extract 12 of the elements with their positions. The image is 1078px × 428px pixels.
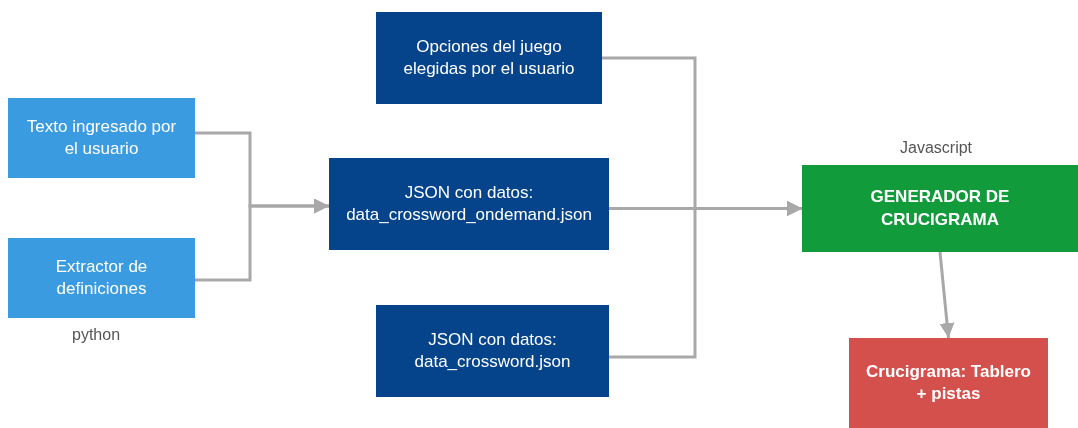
process-box: GENERADOR DE CRUCIGRAMA <box>802 165 1078 252</box>
arrow <box>609 201 802 359</box>
process-box: JSON con datos: data_crossword.json <box>376 305 609 397</box>
caption-text: Javascript <box>900 139 973 157</box>
caption-text: python <box>72 326 121 344</box>
process-box: JSON con datos: data_crossword_ondemand.json <box>329 158 609 250</box>
process-box: Crucigrama: Tablero + pistas <box>849 338 1048 428</box>
arrow <box>195 198 329 282</box>
process-box: Texto ingresado por el usuario <box>8 98 195 178</box>
arrow <box>938 251 955 339</box>
process-box: Extractor de definiciones <box>8 238 195 318</box>
process-box: Opciones del juego elegidas por el usuario <box>376 12 602 104</box>
